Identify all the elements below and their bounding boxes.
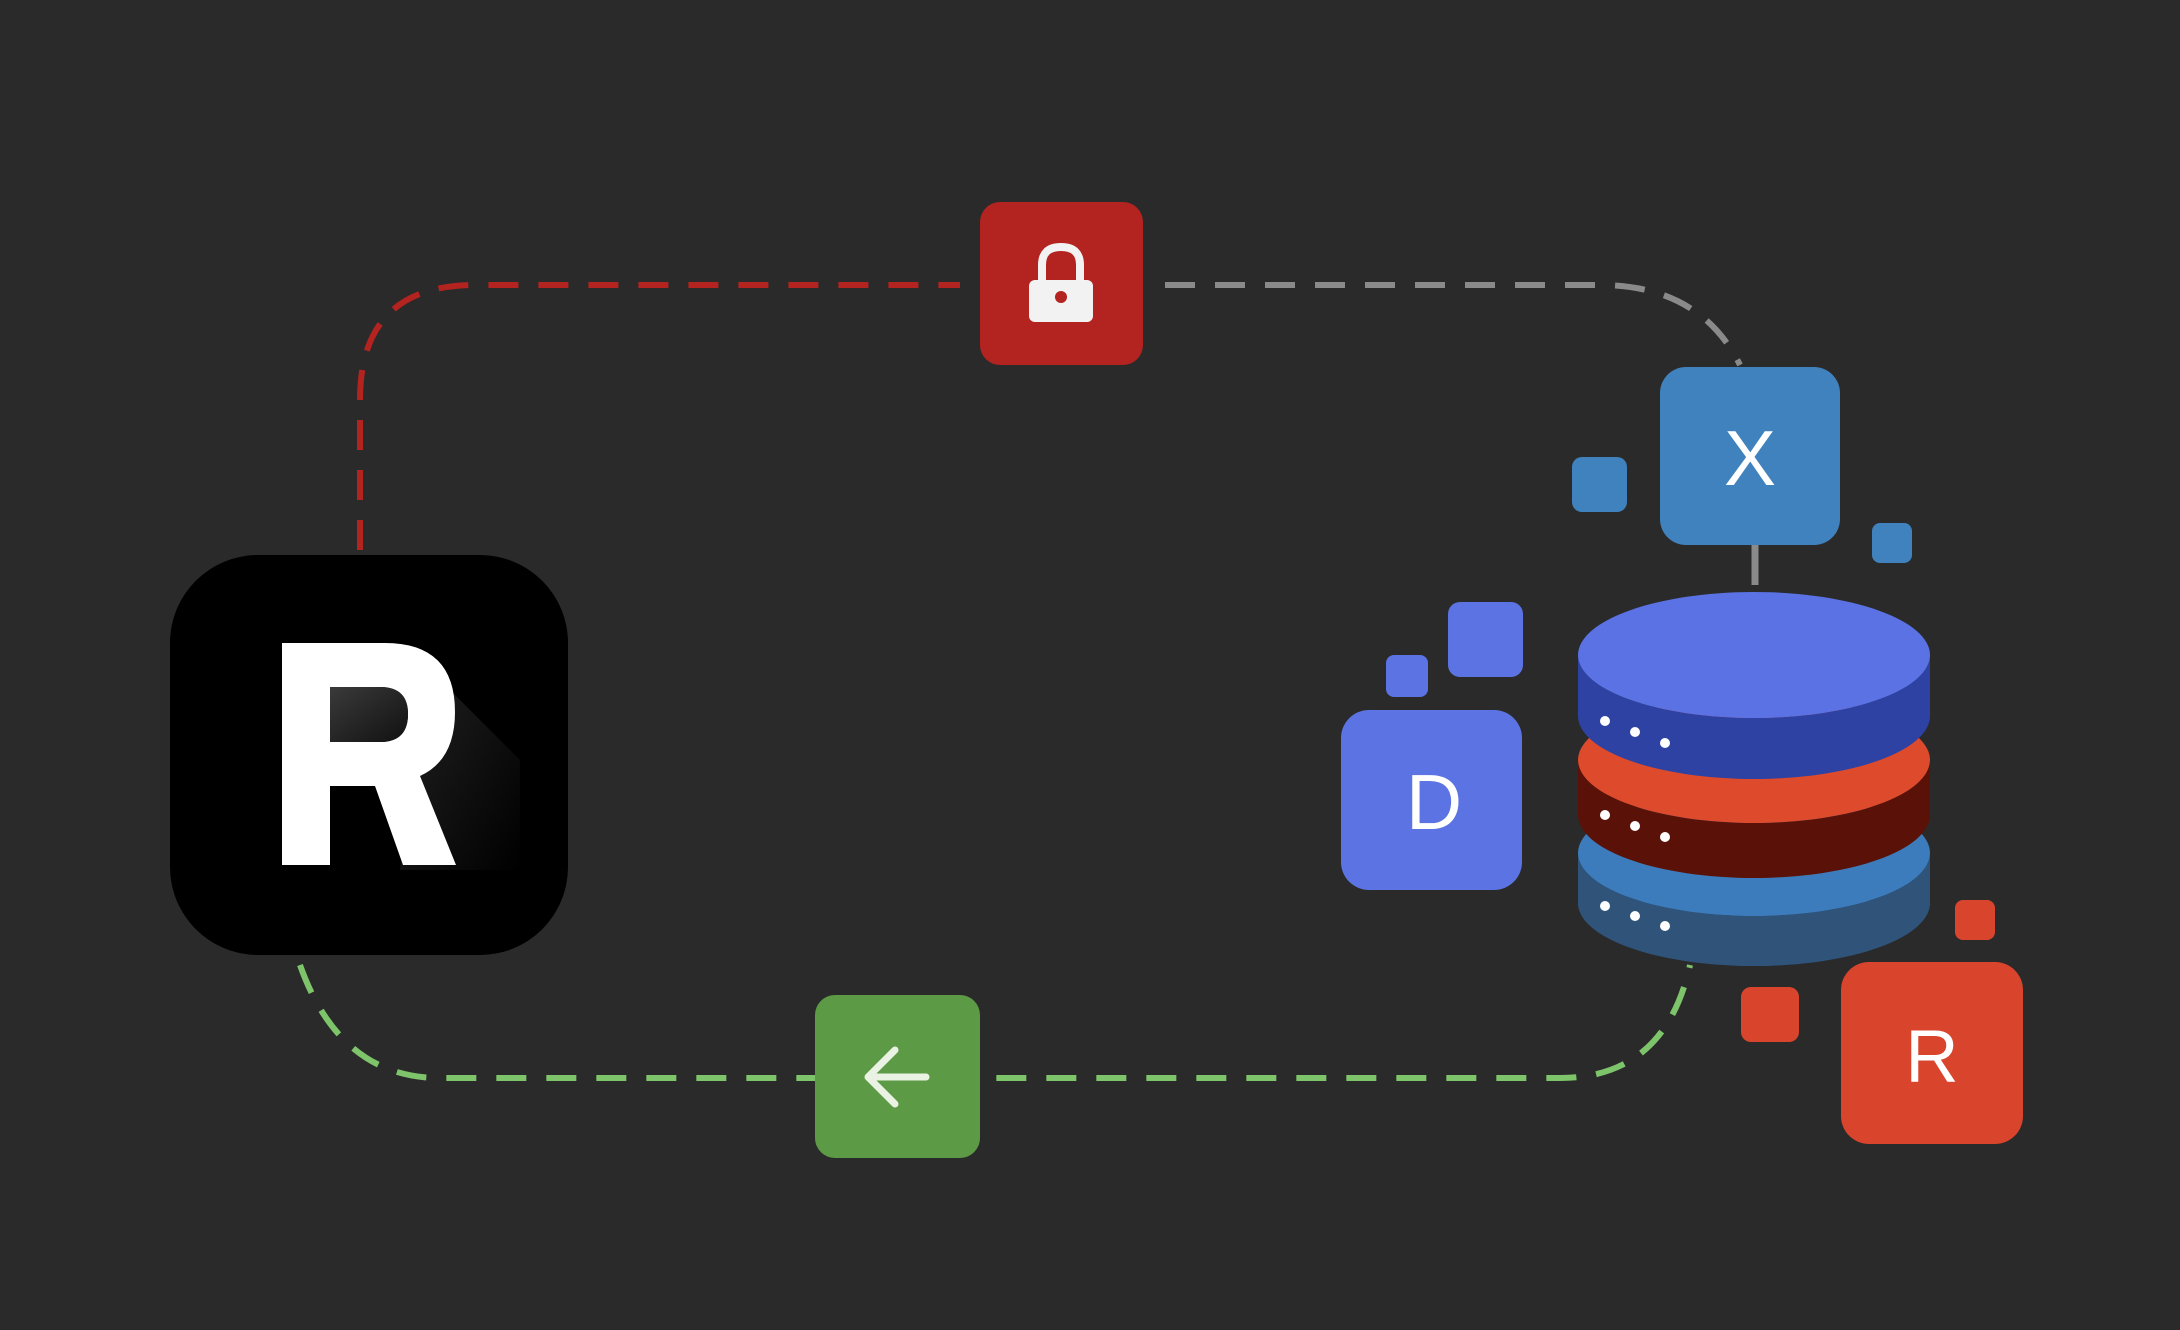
x-badge[interactable]: X xyxy=(1660,367,1840,545)
outbound-path xyxy=(1165,282,1743,367)
r-badge[interactable]: R xyxy=(1841,962,2023,1144)
return-path xyxy=(297,963,1693,1081)
arrow-left-icon xyxy=(864,1046,930,1108)
database-icon xyxy=(1578,592,1930,966)
app-icon[interactable] xyxy=(170,555,568,955)
secure-path xyxy=(357,282,960,550)
x-badge-label: X xyxy=(1724,414,1776,502)
lock-icon xyxy=(1029,242,1093,322)
d-badge[interactable]: D xyxy=(1341,710,1522,890)
database-layer-1 xyxy=(1578,592,1930,779)
return-badge[interactable] xyxy=(815,995,980,1158)
connection-paths xyxy=(297,282,1743,1081)
lock-badge[interactable] xyxy=(980,202,1143,365)
d-badge-label: D xyxy=(1406,758,1462,846)
decor-squares xyxy=(1386,457,1995,1042)
r-badge-label: R xyxy=(1905,1015,1958,1098)
app-logo-icon xyxy=(282,643,456,865)
